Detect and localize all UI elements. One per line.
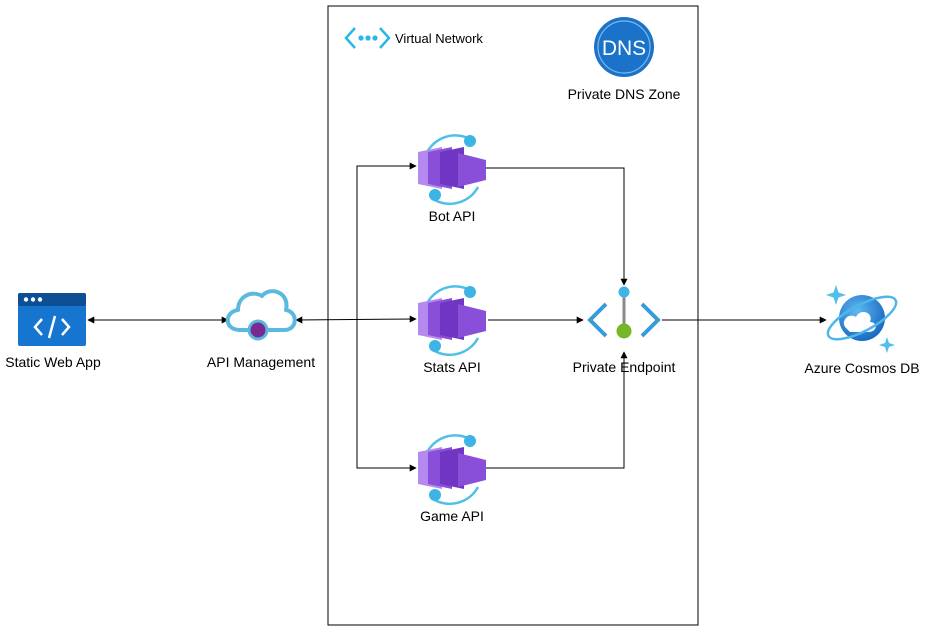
static-web-app-label: Static Web App [5, 354, 101, 370]
api-management-icon [225, 289, 297, 341]
edge-apim-to-game [356, 320, 417, 472]
edge-bot-to-endpoint [486, 167, 628, 286]
stats-api-label: Stats API [423, 359, 481, 375]
container-app-icon-bot [418, 134, 486, 206]
virtual-network-label: Virtual Network [395, 31, 483, 46]
virtual-network-boundary [327, 5, 699, 626]
private-dns-zone-label: Private DNS Zone [567, 86, 681, 102]
edge-game-to-endpoint [486, 351, 628, 469]
connectors [87, 162, 827, 472]
private-endpoint-label: Private Endpoint [572, 359, 676, 375]
network-icon [344, 27, 391, 49]
static-web-app-icon [18, 293, 86, 346]
bot-api-label: Bot API [428, 208, 476, 224]
dns-icon [594, 17, 654, 77]
edge-apim-to-stats [295, 315, 417, 324]
container-app-icon-game [418, 434, 486, 506]
game-api-label: Game API [420, 508, 484, 524]
azure-cosmos-db-label: Azure Cosmos DB [804, 360, 920, 376]
private-endpoint-icon [587, 286, 661, 339]
api-management-label: API Management [206, 354, 316, 370]
cosmos-db-icon [826, 285, 898, 353]
edge-apim-to-bot [356, 162, 417, 320]
dns-icon-text: DNS [602, 37, 646, 60]
container-app-icon-stats [418, 285, 486, 357]
